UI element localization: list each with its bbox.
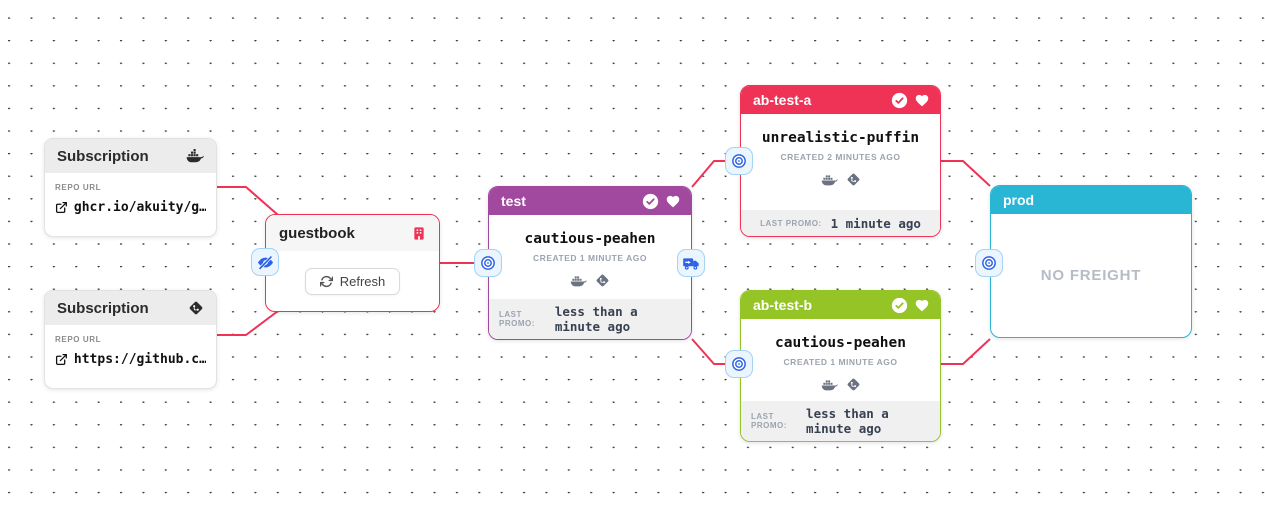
subscription-header: Subscription xyxy=(45,291,216,325)
favorite-heart-icon[interactable] xyxy=(665,194,681,209)
stage-header: ab-test-a xyxy=(741,86,940,114)
edge-sub2-guestbook xyxy=(217,310,279,336)
git-icon xyxy=(596,274,609,287)
external-link-icon xyxy=(55,202,67,213)
stage-node-prod[interactable]: prod NO FREIGHT xyxy=(990,185,1192,338)
stage-input-port xyxy=(975,249,1003,277)
promote-button[interactable] xyxy=(677,249,705,277)
refresh-button[interactable]: Refresh xyxy=(304,267,401,295)
docker-icon xyxy=(821,380,838,391)
freight-created: CREATED 1 MINUTE AGO xyxy=(533,253,647,263)
freight-summary: cautious-peahen CREATED 1 MINUTE AGO xyxy=(489,215,691,299)
repo-url-label: REPO URL xyxy=(55,183,102,192)
stage-header: prod xyxy=(991,186,1191,214)
warehouse-header: guestbook xyxy=(266,215,439,251)
external-link-icon xyxy=(55,354,67,365)
freight-created: CREATED 2 MINUTES AGO xyxy=(780,152,901,162)
edge-sub1-guestbook xyxy=(217,186,279,216)
freight-summary: cautious-peahen CREATED 1 MINUTE AGO xyxy=(741,319,940,401)
freight-name: cautious-peahen xyxy=(775,335,906,351)
edge-abtesta-prod xyxy=(941,160,991,187)
stage-title: ab-test-b xyxy=(753,297,813,313)
freight-summary: unrealistic-puffin CREATED 2 MINUTES AGO xyxy=(741,114,940,210)
no-freight-label: NO FREIGHT xyxy=(1040,267,1142,284)
favorite-heart-icon[interactable] xyxy=(914,93,930,108)
last-promotion: LAST PROMO: less than a minute ago xyxy=(489,299,691,339)
last-promotion: LAST PROMO: 1 minute ago xyxy=(741,210,940,236)
stage-node-ab-test-a[interactable]: ab-test-a unrealistic-puffin CREATED 2 M… xyxy=(740,85,941,237)
bullseye-target-icon xyxy=(982,256,996,270)
docker-icon xyxy=(821,175,838,186)
stage-header: test xyxy=(489,187,691,215)
refresh-button-label: Refresh xyxy=(339,273,386,289)
last-promo-value: 1 minute ago xyxy=(830,215,921,231)
freight-artifact-icons xyxy=(570,273,610,288)
verified-check-icon xyxy=(642,193,659,209)
last-promo-value: less than a minute ago xyxy=(806,406,889,436)
bullseye-target-icon xyxy=(732,154,746,168)
last-promo-label: LAST PROMO: xyxy=(751,412,787,430)
repo-url-link[interactable]: ghcr.io/akuity/g… xyxy=(55,200,206,215)
bullseye-target-icon xyxy=(732,357,746,371)
subscription-body: REPO URL ghcr.io/akuity/g… xyxy=(45,173,216,236)
last-promotion: LAST PROMO: less than a minute ago xyxy=(741,401,940,441)
verified-check-icon xyxy=(891,92,908,108)
refresh-icon xyxy=(319,275,333,287)
stage-input-port xyxy=(725,350,753,378)
edge-abtestb-prod xyxy=(941,338,991,365)
stage-title: test xyxy=(501,193,526,209)
stage-node-test[interactable]: test cautious-peahen CREATED 1 MINUTE AG… xyxy=(488,186,692,340)
stage-title: ab-test-a xyxy=(753,92,812,108)
freight-name: unrealistic-puffin xyxy=(761,130,920,146)
stage-input-port xyxy=(725,147,753,175)
subscription-body: REPO URL https://github.c… xyxy=(45,325,216,388)
git-icon xyxy=(847,173,859,186)
hide-subscriptions-button[interactable] xyxy=(251,248,279,276)
warehouse-node-guestbook[interactable]: guestbook Refresh xyxy=(265,214,440,312)
stage-node-ab-test-b[interactable]: ab-test-b cautious-peahen CREATED 1 MINU… xyxy=(740,290,941,442)
git-icon xyxy=(189,301,203,315)
building-icon xyxy=(414,226,424,240)
docker-icon xyxy=(186,149,204,163)
freight-artifact-icons xyxy=(821,172,861,187)
stage-title: prod xyxy=(1003,192,1035,208)
subscription-title: Subscription xyxy=(57,299,149,317)
warehouse-body: Refresh xyxy=(266,251,439,311)
subscription-node-image[interactable]: Subscription REPO URL ghcr.io/akuity/g… xyxy=(44,138,217,237)
repo-url-link[interactable]: https://github.c… xyxy=(55,352,206,367)
git-icon xyxy=(847,378,859,391)
stage-input-port xyxy=(474,249,502,277)
favorite-heart-icon[interactable] xyxy=(914,298,930,313)
repo-url-label: REPO URL xyxy=(55,335,102,344)
verified-check-icon xyxy=(891,297,908,313)
truck-promote-icon xyxy=(682,257,699,270)
repo-url-text: ghcr.io/akuity/g… xyxy=(73,200,206,215)
stage-header: ab-test-b xyxy=(741,291,940,319)
subscription-header: Subscription xyxy=(45,139,216,173)
warehouse-title: guestbook xyxy=(279,224,355,242)
freight-summary: NO FREIGHT xyxy=(991,214,1191,337)
freight-artifact-icons xyxy=(821,377,861,392)
freight-name: cautious-peahen xyxy=(524,231,656,247)
last-promo-value: less than a minute ago xyxy=(554,304,638,334)
bullseye-target-icon xyxy=(481,256,495,270)
freight-created: CREATED 1 MINUTE AGO xyxy=(783,357,898,367)
eye-slash-icon xyxy=(257,254,273,270)
last-promo-label: LAST PROMO: xyxy=(760,218,822,228)
docker-icon xyxy=(570,276,587,287)
subscription-title: Subscription xyxy=(57,147,149,165)
last-promo-label: LAST PROMO: xyxy=(499,310,535,328)
subscription-node-git[interactable]: Subscription REPO URL https://github.c… xyxy=(44,290,217,389)
repo-url-text: https://github.c… xyxy=(73,352,206,367)
